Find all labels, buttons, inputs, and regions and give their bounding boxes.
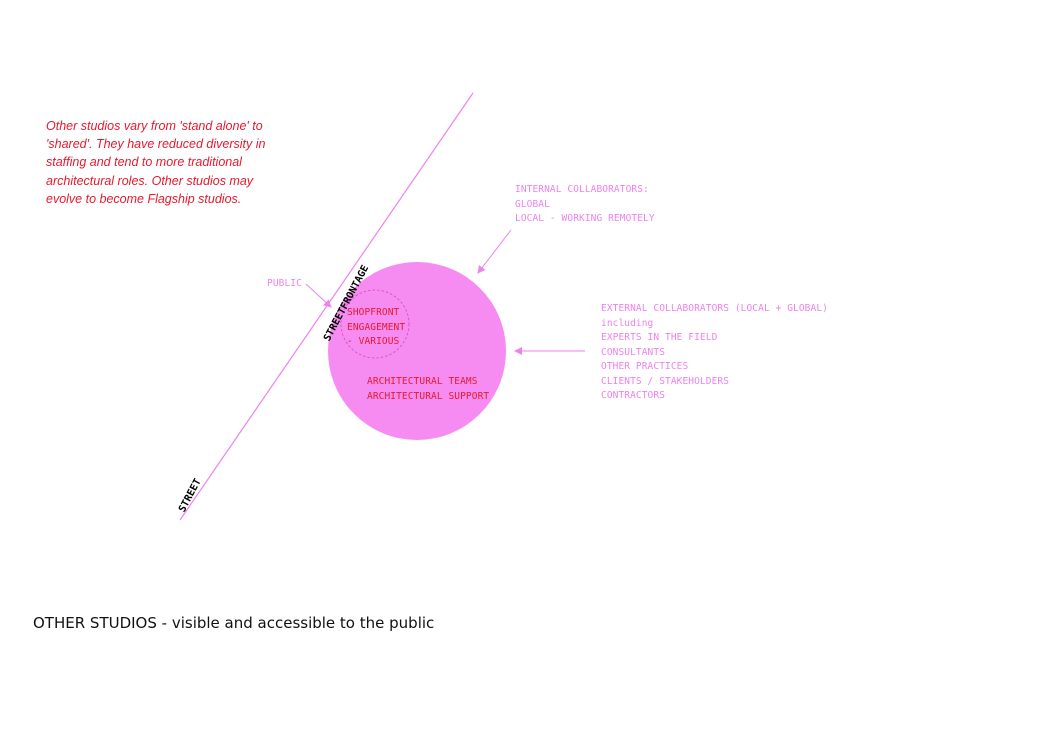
external-line: OTHER PRACTICES xyxy=(601,361,689,372)
internal-line: INTERNAL COLLABORATORS: xyxy=(515,184,649,195)
shopfront-circle xyxy=(340,289,410,359)
internal-collaborators-label: INTERNAL COLLABORATORS: GLOBAL LOCAL - W… xyxy=(515,183,655,227)
external-line: CLIENTS / STAKEHOLDERS xyxy=(601,375,730,387)
note-line: architectural roles. Other studios may xyxy=(46,173,254,188)
public-label: PUBLIC xyxy=(267,278,302,289)
note-line: 'shared'. They have reduced diversity in xyxy=(46,137,266,152)
external-line: CONSULTANTS xyxy=(601,346,666,358)
teams-line: ARCHITECTURAL TEAMS xyxy=(367,376,478,387)
external-line: including xyxy=(601,317,654,329)
studio-circle xyxy=(328,262,506,440)
external-collaborators-label: EXTERNAL COLLABORATORS (LOCAL + GLOBAL) … xyxy=(601,302,828,404)
diagram-caption: OTHER STUDIOS - visible and accessible t… xyxy=(33,614,435,632)
shopfront-line: ENGAGEMENT xyxy=(347,321,406,333)
architectural-teams-label: ARCHITECTURAL TEAMS ARCHITECTURAL SUPPOR… xyxy=(367,375,489,404)
internal-line: GLOBAL xyxy=(515,198,550,210)
public-arrow xyxy=(305,283,332,308)
external-line: CONTRACTORS xyxy=(601,390,666,401)
shopfront-engagement-label: SHOPFRONT ENGAGEMENT - VARIOUS xyxy=(347,306,405,350)
external-line: EXTERNAL COLLABORATORS (LOCAL + GLOBAL) xyxy=(601,303,828,314)
note-line: Other studios vary from 'stand alone' to xyxy=(46,119,263,133)
shopfront-line: SHOPFRONT xyxy=(347,307,400,318)
shopfront-line: - VARIOUS xyxy=(347,336,400,347)
studio-description-note: Other studios vary from 'stand alone' to… xyxy=(46,117,316,208)
internal-collaborators-arrow xyxy=(477,229,512,274)
external-line: EXPERTS IN THE FIELD xyxy=(601,332,718,343)
note-line: evolve to become Flagship studios. xyxy=(46,191,242,206)
internal-line: LOCAL - WORKING REMOTELY xyxy=(515,213,655,224)
note-line: staffing and tend to more traditional xyxy=(46,155,242,170)
teams-line: ARCHITECTURAL SUPPORT xyxy=(367,390,490,402)
